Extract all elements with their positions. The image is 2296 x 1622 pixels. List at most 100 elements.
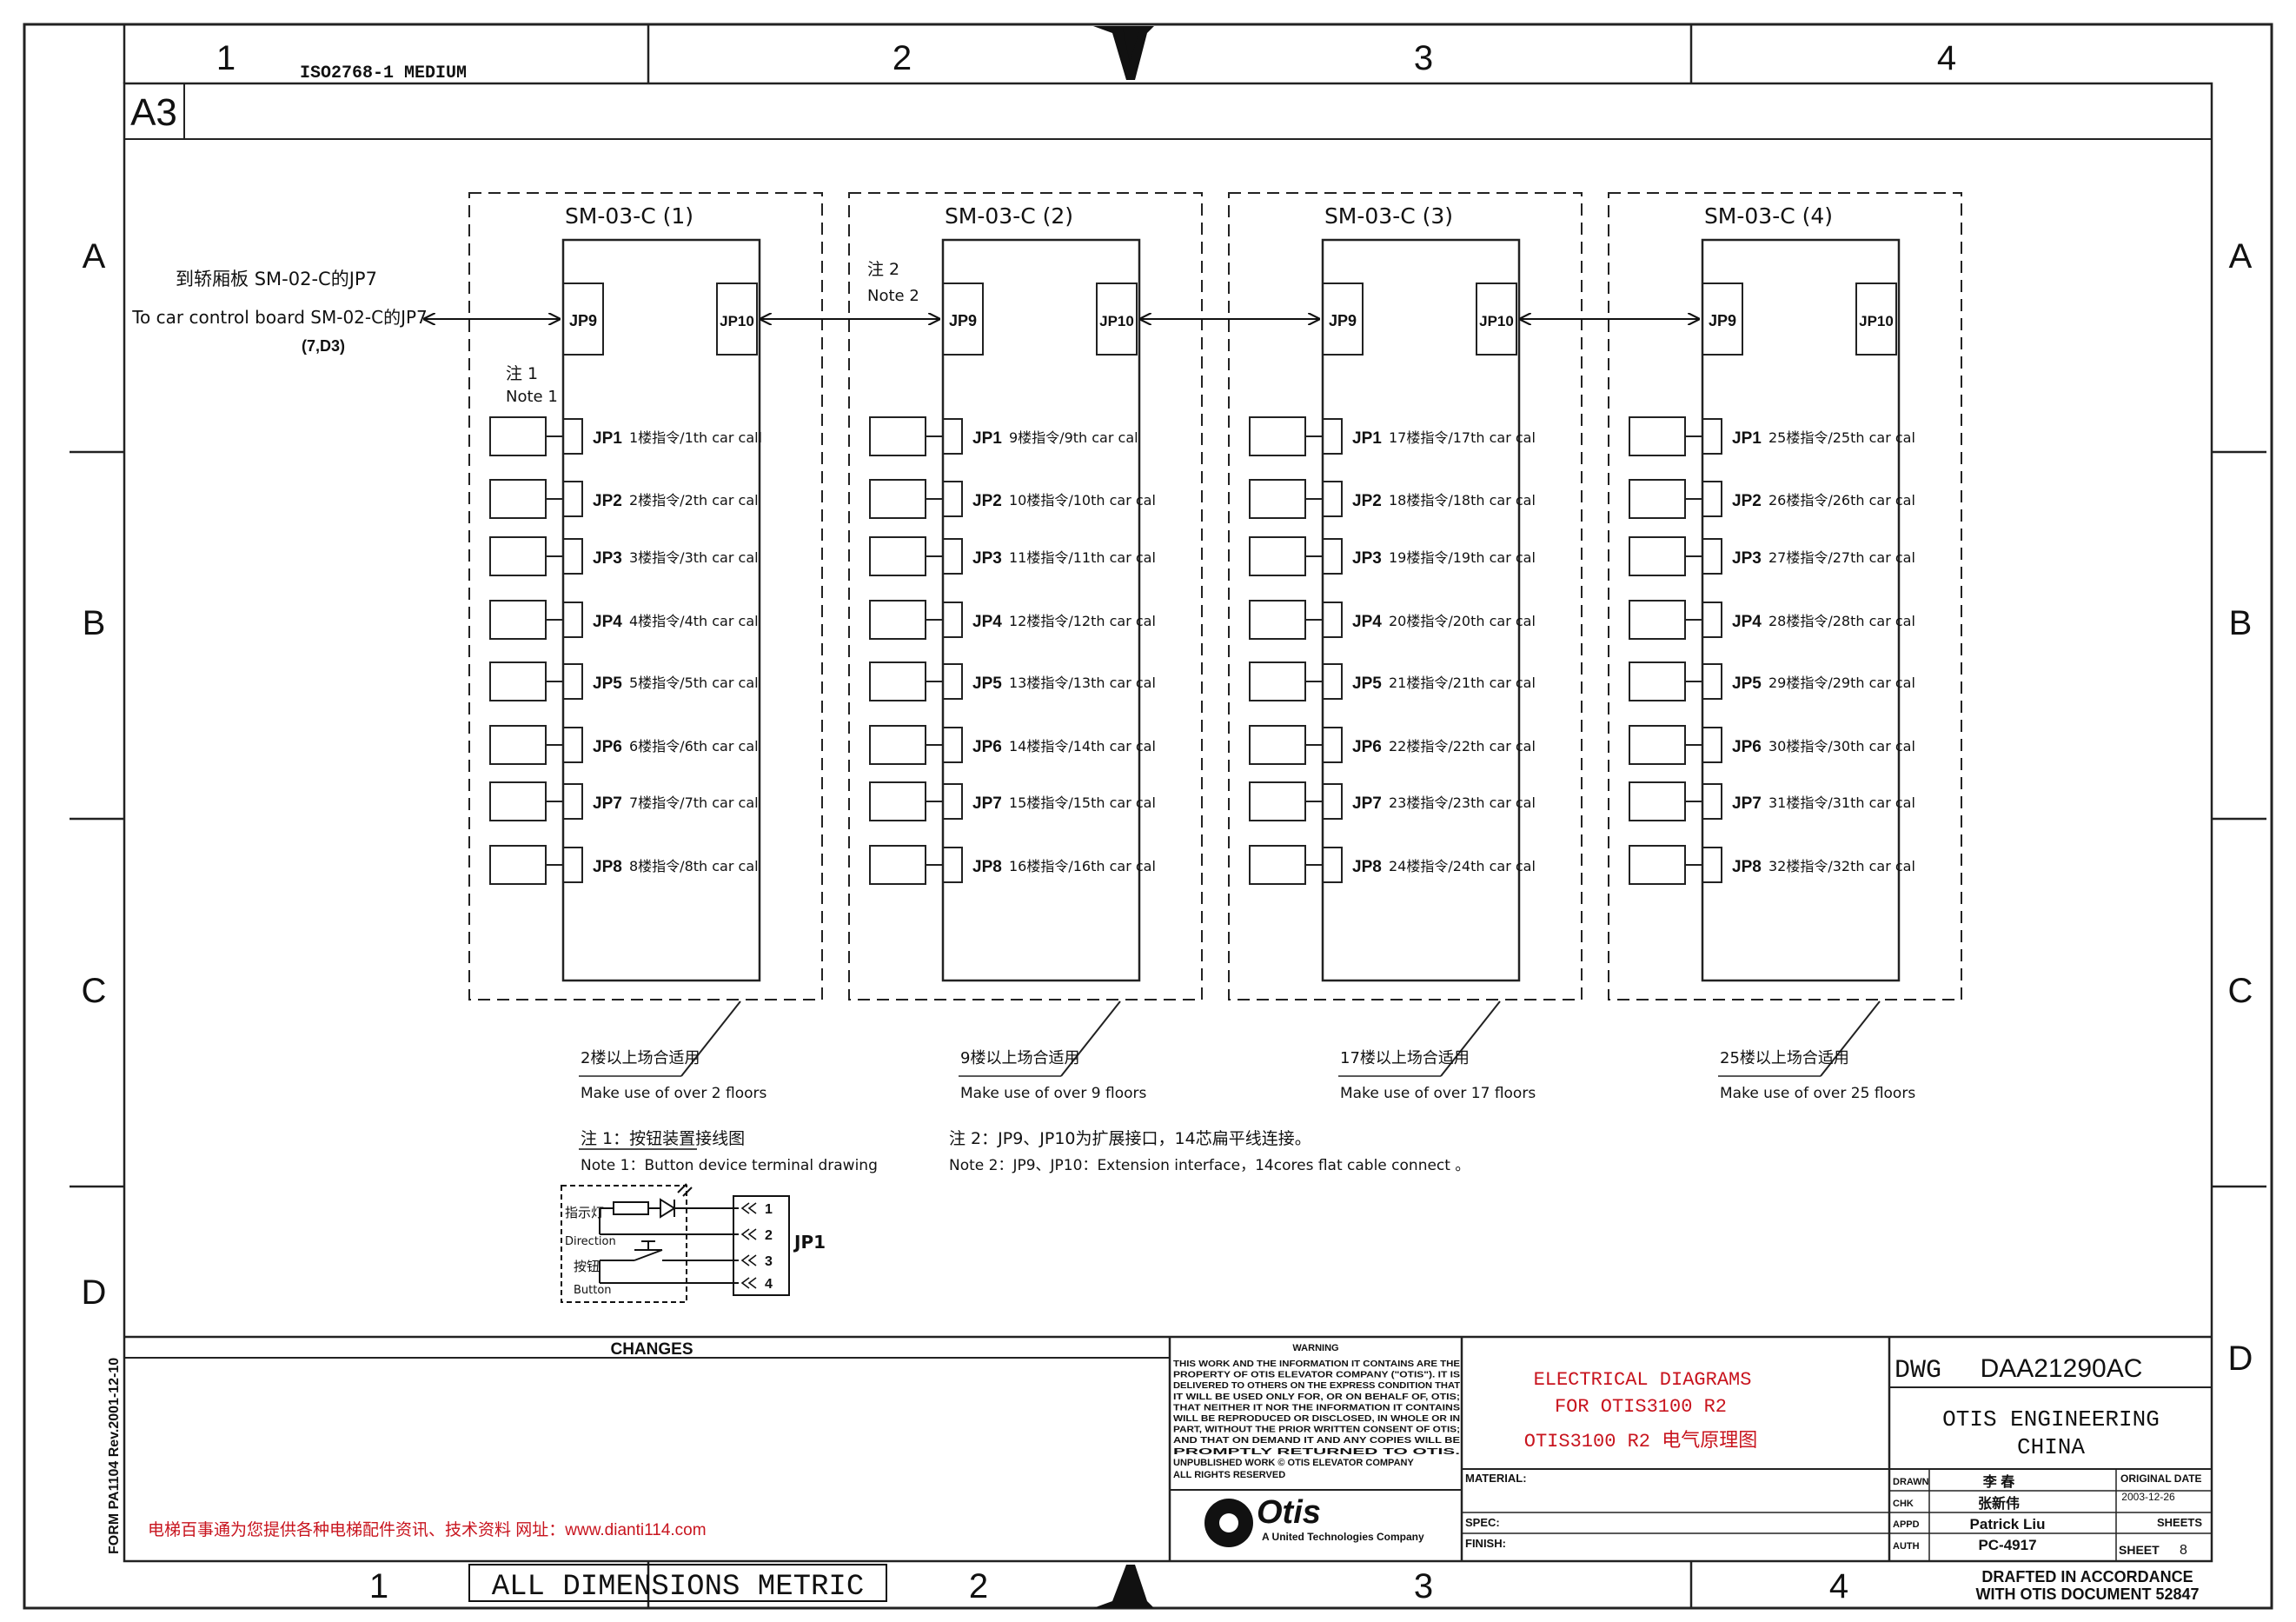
port-id: JP6 — [1732, 738, 1762, 756]
website-footer-note: 电梯百事通为您提供各种电梯配件资讯、技术资料 网址：www.dianti114.… — [148, 1520, 707, 1539]
port-label: 23楼指令/23th car cal — [1389, 794, 1536, 811]
usage-note-en: Make use of over 17 floors — [1340, 1085, 1536, 1102]
port-id: JP7 — [972, 794, 1002, 813]
unpublished-line-1: UNPUBLISHED WORK © OTIS ELEVATOR COMPANY — [1173, 1458, 1414, 1468]
button-device-box — [489, 661, 547, 701]
detail-connector-label: JP1 — [793, 1232, 826, 1253]
note2-title-en: Note 2：JP9、JP10：Extension interface，14co… — [949, 1157, 1470, 1174]
board-outline — [1228, 192, 1583, 1000]
port-id: JP5 — [1732, 675, 1762, 693]
button-device-box — [1249, 725, 1306, 765]
port-id: JP8 — [972, 858, 1002, 876]
sheet-value: 8 — [2180, 1543, 2187, 1558]
sheet-size: A3 — [130, 91, 177, 134]
auth-value: PC-4917 — [1978, 1537, 2036, 1553]
port-label: 2楼指令/2th car cal — [629, 492, 759, 509]
button-device-box — [489, 479, 547, 519]
button-device-box — [1249, 781, 1306, 821]
jp10-connector — [1096, 283, 1138, 356]
original-date-label: ORIGINAL DATE — [2120, 1472, 2202, 1485]
note1-title-en: Note 1：Button device terminal drawing — [581, 1157, 878, 1174]
port-label: 22楼指令/22th car cal — [1389, 738, 1536, 754]
port-label: 6楼指令/6th car cal — [629, 738, 759, 754]
button-device-box — [869, 600, 926, 640]
warning-line: PROMPTLY RETURNED TO OTIS. — [1173, 1447, 1460, 1457]
port-label: 12楼指令/12th car cal — [1009, 613, 1156, 629]
zone-col-bottom-3: 3 — [1414, 1567, 1433, 1605]
button-device-box — [1629, 661, 1686, 701]
port-label: 11楼指令/11th car cal — [1009, 549, 1156, 566]
button-device-box — [1629, 536, 1686, 576]
port-connector — [562, 481, 583, 517]
port-id: JP6 — [972, 738, 1002, 756]
port-connector — [1702, 418, 1722, 455]
button-device-box — [1629, 845, 1686, 885]
button-device-box — [1249, 416, 1306, 456]
warning-block: WARNING THIS WORK AND THE INFORMATION IT… — [1173, 1343, 1460, 1480]
note1-title-cn: 注 1：按钮装置接线图 — [581, 1129, 745, 1148]
port-id: JP5 — [1352, 675, 1382, 693]
detail-pin-3: 3 — [765, 1254, 773, 1269]
port-id: JP3 — [1732, 549, 1762, 568]
port-id: JP7 — [593, 794, 622, 813]
drawing-title: ELECTRICAL DIAGRAMS FOR OTIS3100 R2 OTIS… — [1524, 1369, 1757, 1452]
note1-marker-en: Note 1 — [506, 388, 558, 406]
warning-line: PART, WITHOUT THE PRIOR WRITTEN CONSENT … — [1173, 1426, 1460, 1435]
usage-note-en: Make use of over 25 floors — [1720, 1085, 1915, 1102]
jp10-label: JP10 — [720, 313, 754, 329]
appd-value: Patrick Liu — [1970, 1516, 2046, 1532]
appd-label: APPD — [1893, 1519, 1920, 1530]
drawn-label: DRAWN — [1893, 1477, 1929, 1487]
port-label: 17楼指令/17th car cal — [1389, 429, 1536, 446]
detail-pin-4: 4 — [765, 1277, 773, 1292]
warning-title: WARNING — [1292, 1343, 1338, 1353]
detail-pin-2: 2 — [765, 1228, 773, 1243]
otis-logo: Otis A United Technologies Company — [1204, 1494, 1424, 1547]
port-connector — [942, 418, 963, 455]
port-id: JP5 — [972, 675, 1002, 693]
zone-row-right-B: B — [2229, 604, 2253, 642]
warning-line: THIS WORK AND THE INFORMATION IT CONTAIN… — [1173, 1359, 1460, 1369]
auth-label: AUTH — [1893, 1541, 1920, 1552]
port-connector — [1702, 481, 1722, 517]
drawing-title-line-2: FOR OTIS3100 R2 — [1555, 1396, 1727, 1418]
port-connector — [942, 847, 963, 883]
warning-line: THAT NEITHER IT NOR THE INFORMATION IT C… — [1173, 1403, 1460, 1413]
port-connector — [1702, 783, 1722, 820]
port-label: 29楼指令/29th car cal — [1768, 675, 1915, 691]
port-jp5: JP5 29楼指令/29th car cal — [1629, 661, 1915, 701]
jp10-label: JP10 — [1859, 313, 1894, 329]
button-device-box — [1249, 845, 1306, 885]
usage-leader — [680, 1000, 741, 1077]
note2-title-cn: 注 2：JP9、JP10为扩展接口，14芯扁平线连接。 — [949, 1129, 1311, 1148]
usage-leader — [1820, 1000, 1881, 1077]
board-outline — [468, 192, 823, 1000]
usage-note-en: Make use of over 2 floors — [581, 1085, 767, 1102]
button-device-box — [489, 725, 547, 765]
car-board-ref-zone: (7,D3) — [302, 337, 345, 355]
port-label: 28楼指令/28th car cal — [1768, 613, 1915, 629]
port-connector — [562, 783, 583, 820]
otis-logo-sub: A United Technologies Company — [1262, 1531, 1424, 1543]
jp9-connector — [1322, 283, 1364, 356]
port-connector — [1702, 538, 1722, 575]
note2-marker-cn: 注 2 — [867, 260, 899, 279]
board-outline — [848, 192, 1203, 1000]
port-id: JP4 — [972, 613, 1002, 631]
